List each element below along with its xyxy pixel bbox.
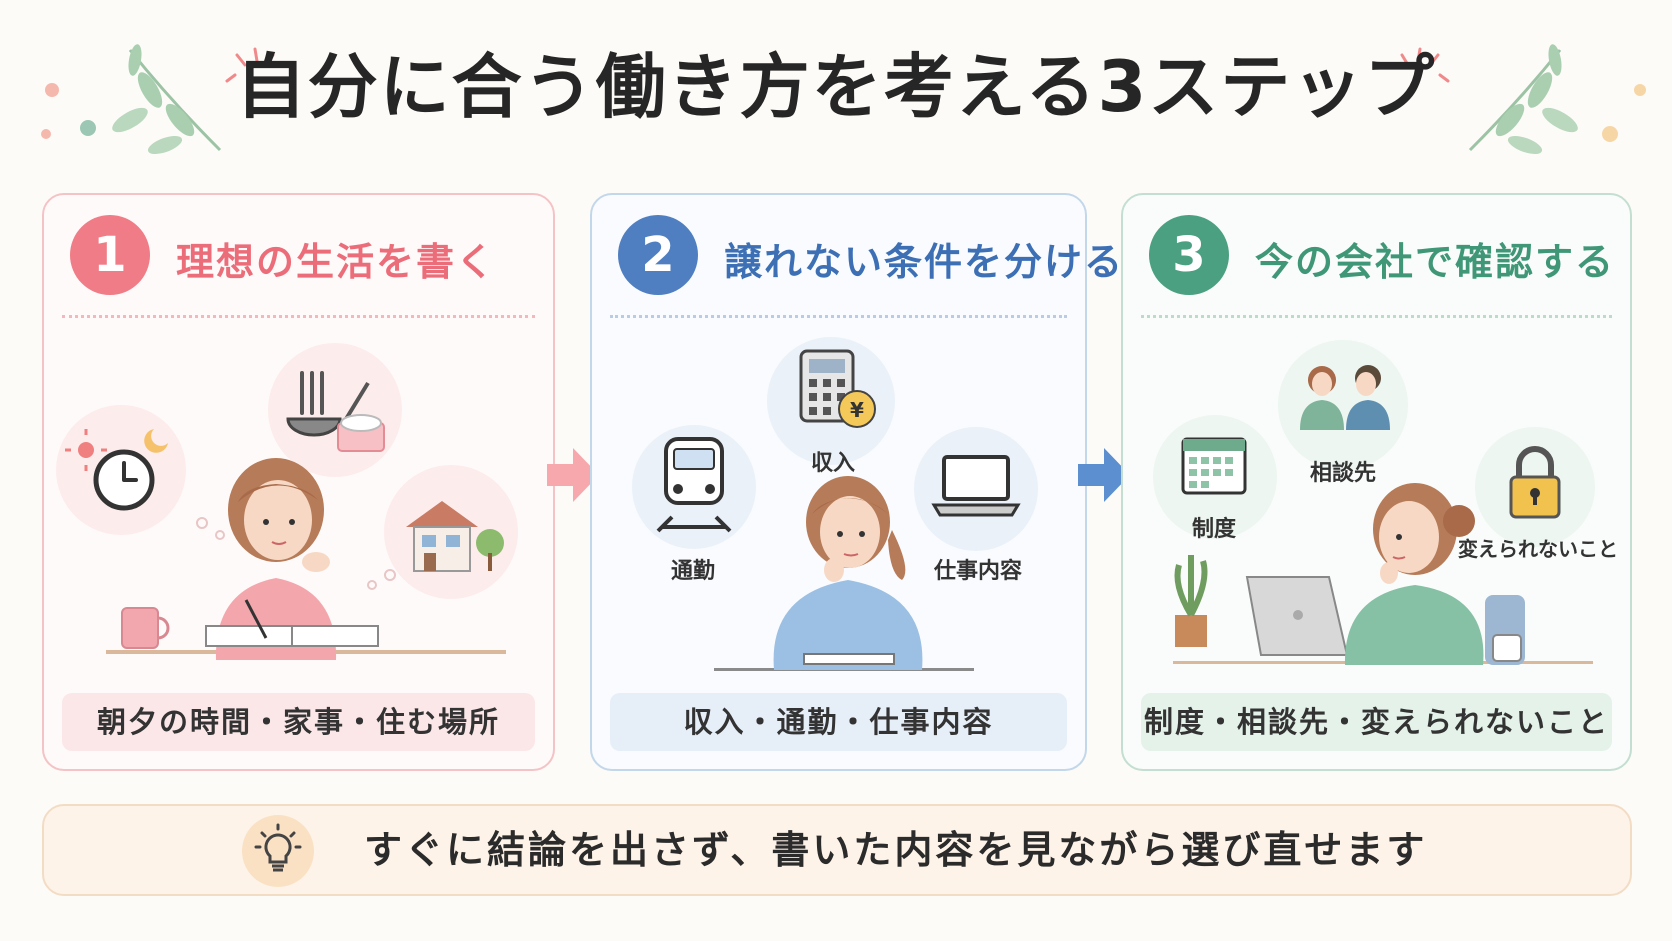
step-summary-3: 制度・相談先・変えられないこと: [1141, 693, 1612, 751]
label-consult: 相談先: [1309, 461, 1376, 486]
step-card-2: 2 譲れない条件を分ける ¥ 収入 通勤 仕事内容: [590, 193, 1122, 771]
label-commute: 通勤: [670, 559, 715, 584]
svg-text:¥: ¥: [850, 398, 864, 422]
step-number-3: 3: [1149, 215, 1229, 295]
consult-bubble: [1278, 340, 1408, 470]
label-income: 収入: [810, 451, 855, 476]
step-card-1: 1 理想の生活を書く: [42, 193, 555, 771]
laptop-icon: [931, 455, 1021, 517]
woman-laptop-illustration: [1173, 483, 1593, 665]
unchangeable-bubble: [1475, 427, 1595, 547]
step-title-2: 譲れない条件を分ける: [724, 240, 1125, 284]
label-unchangeable: 変えられないこと: [1458, 537, 1618, 561]
arrow-2-to-3: [1078, 448, 1130, 502]
step-title-3: 今の会社で確認する: [1255, 240, 1616, 284]
step-divider-1: [62, 315, 535, 318]
calendar-icon: [1181, 437, 1247, 495]
lightbulb-icon: [254, 823, 302, 872]
tip-icon-circle: [242, 815, 314, 887]
page-title: 自分に合う働き方を考える3ステップ: [235, 46, 1437, 128]
clock-icon: [65, 429, 168, 511]
tip-text: すぐに結論を出さず、書いた内容を見ながら選び直せます: [364, 828, 1428, 872]
lock-icon: [1509, 446, 1561, 519]
label-system: 制度: [1191, 517, 1236, 542]
woman-thinking-illustration: [714, 476, 974, 671]
thought-dots-1: [196, 517, 225, 540]
thought-dots-1b: [367, 569, 396, 590]
step-number-2: 2: [618, 215, 698, 295]
calculator-icon: ¥: [799, 349, 876, 428]
leaf-decoration-left: [41, 44, 222, 155]
step-summary-1: 朝夕の時間・家事・住む場所: [62, 693, 535, 751]
system-bubble: [1153, 415, 1277, 539]
cooking-icon: [286, 371, 385, 452]
step-title-1: 理想の生活を書く: [176, 240, 497, 284]
house-bubble: [384, 465, 518, 599]
house-icon: [406, 501, 504, 572]
woman-writing-illustration: [106, 458, 506, 660]
income-bubble: ¥: [767, 337, 895, 465]
step-divider-3: [1141, 315, 1612, 318]
train-icon: [656, 437, 732, 533]
cooking-bubble: [268, 343, 402, 477]
sparkle-left: [225, 47, 275, 83]
commute-bubble: [632, 425, 756, 549]
step-divider-2: [610, 315, 1067, 318]
tip-banner: すぐに結論を出さず、書いた内容を見ながら選び直せます: [42, 804, 1632, 896]
label-work: 仕事内容: [933, 559, 1022, 584]
step-card-3: 3 今の会社で確認する 制度 相談先 変えられないこと: [1121, 193, 1632, 771]
consultation-icon: [1300, 365, 1390, 430]
clock-bubble: [56, 405, 186, 535]
work-bubble: [914, 427, 1038, 551]
step-number-1: 1: [70, 215, 150, 295]
step-summary-2: 収入・通勤・仕事内容: [610, 693, 1067, 751]
leaf-decoration-right: [1468, 44, 1646, 155]
arrow-1-to-2: [547, 448, 599, 502]
sparkle-right: [1400, 47, 1450, 83]
